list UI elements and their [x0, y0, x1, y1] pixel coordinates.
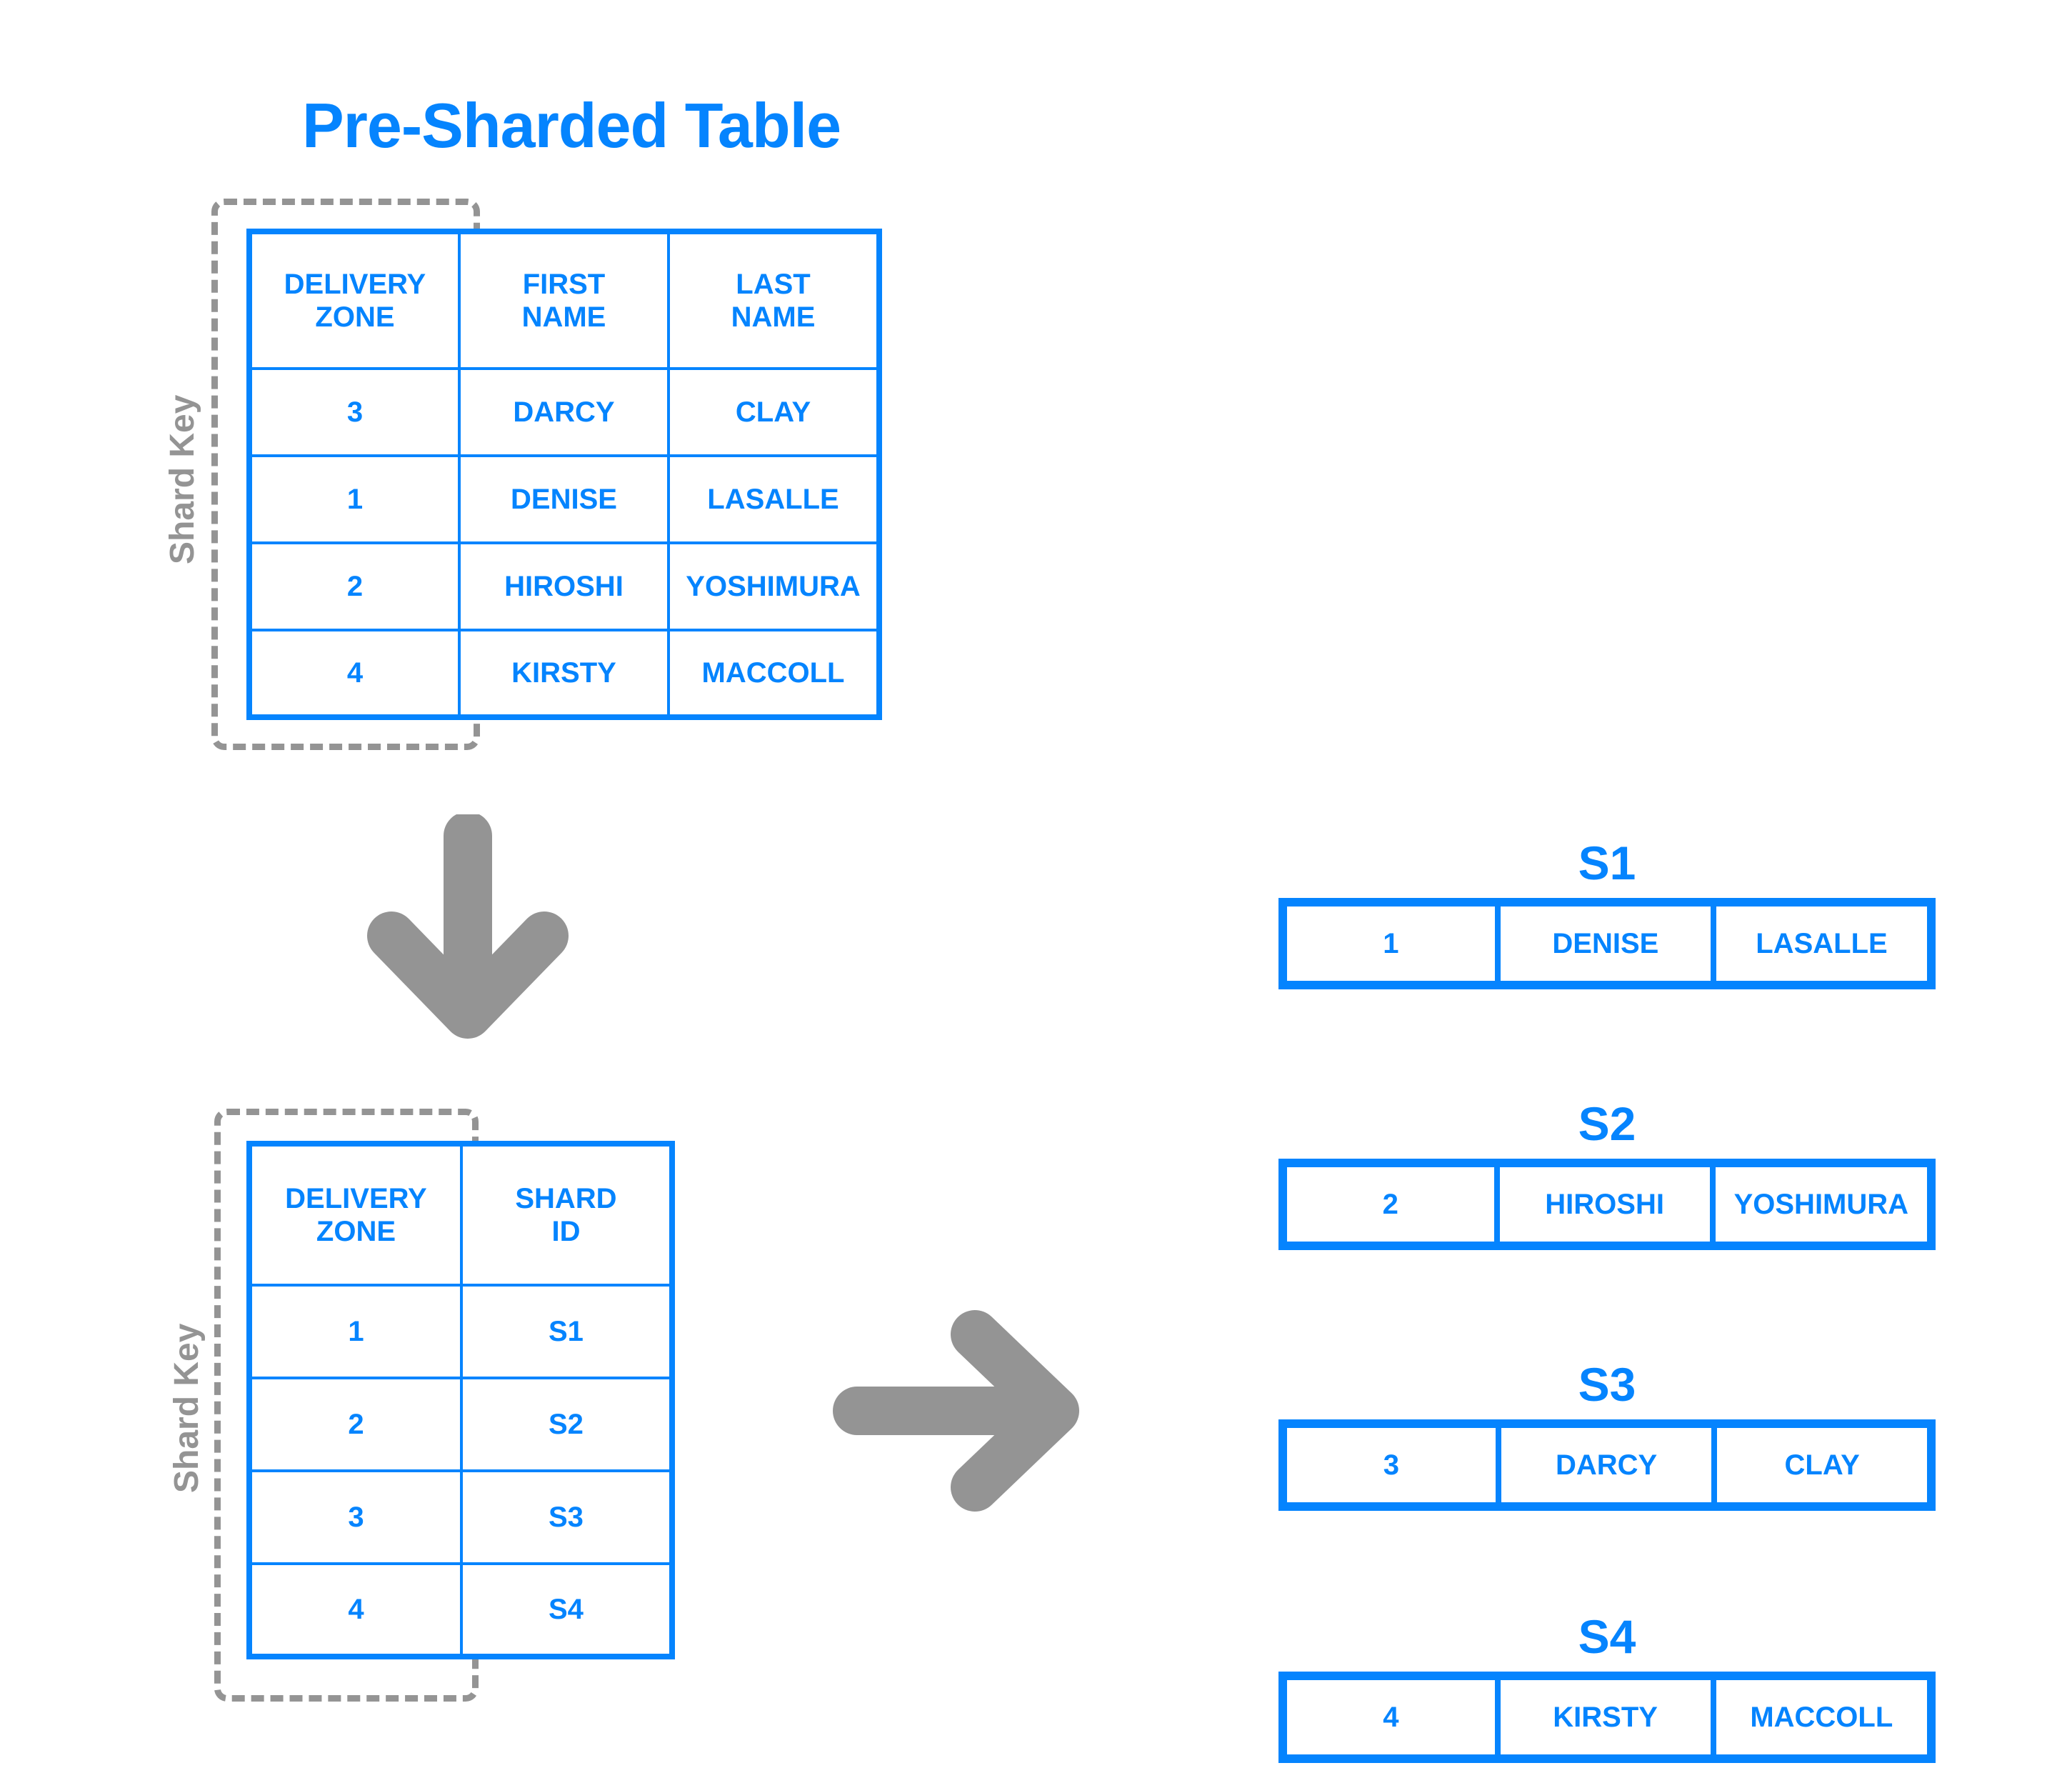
- table-row: 2 S2: [248, 1377, 674, 1472]
- cell-first-name: DARCY: [457, 367, 671, 457]
- table-row: 1 S1: [248, 1284, 674, 1379]
- cell-delivery-zone: 4: [248, 1562, 463, 1658]
- table-row: 2 HIROSHI YOSHIMURA: [248, 541, 881, 631]
- shard-title: S4: [1578, 1610, 1636, 1663]
- column-header: DELIVERY ZONE: [248, 1142, 463, 1287]
- cell-first-name: DENISE: [1497, 904, 1713, 984]
- cell-shard-id: S3: [459, 1469, 674, 1565]
- cell-last-name: LASALLE: [667, 454, 881, 544]
- table-header-row: DELIVERY ZONE FIRST NAME LAST NAME: [248, 230, 881, 370]
- cell-first-name: DARCY: [1498, 1425, 1715, 1505]
- table-row: 1 DENISE LASALLE: [248, 454, 881, 544]
- cell-delivery-zone: 3: [248, 367, 461, 457]
- shard-block: S3 3 DARCY CLAY: [1278, 1361, 1936, 1511]
- shard-table: 4 KIRSTY MACCOLL: [1278, 1672, 1936, 1763]
- cell-last-name: CLAY: [667, 367, 881, 457]
- cell-delivery-zone: 2: [1284, 1164, 1497, 1244]
- cell-delivery-zone: 2: [248, 1377, 463, 1472]
- table-row: 3 S3: [248, 1469, 674, 1565]
- shard-key-label-lookup: Shard Key: [168, 1323, 206, 1493]
- arrow-right-icon: [833, 1310, 1079, 1512]
- cell-delivery-zone: 1: [248, 454, 461, 544]
- cell-first-name: DENISE: [457, 454, 671, 544]
- table-row: 4 KIRSTY MACCOLL: [248, 629, 881, 719]
- cell-shard-id: S2: [459, 1377, 674, 1472]
- cell-last-name: MACCOLL: [1713, 1677, 1930, 1757]
- column-header: DELIVERY ZONE: [248, 230, 461, 370]
- shard-table: 2 HIROSHI YOSHIMURA: [1278, 1159, 1936, 1250]
- cell-delivery-zone: 3: [1284, 1425, 1498, 1505]
- table-row: 1 DENISE LASALLE: [1284, 904, 1930, 984]
- column-header: SHARD ID: [459, 1142, 674, 1287]
- cell-delivery-zone: 3: [248, 1469, 463, 1565]
- shard-lookup-table: DELIVERY ZONE SHARD ID 1 S1 2 S2 3 S3 4 …: [246, 1141, 675, 1659]
- cell-shard-id: S4: [459, 1562, 674, 1658]
- page-title: Pre-Sharded Table: [301, 90, 841, 161]
- cell-first-name: HIROSHI: [457, 541, 671, 631]
- arrow-down-icon: [367, 814, 569, 1039]
- table-row: 3 DARCY CLAY: [248, 367, 881, 457]
- cell-last-name: YOSHIMURA: [667, 541, 881, 631]
- cell-delivery-zone: 2: [248, 541, 461, 631]
- cell-shard-id: S1: [459, 1284, 674, 1379]
- cell-last-name: CLAY: [1714, 1425, 1930, 1505]
- cell-delivery-zone: 4: [1284, 1677, 1498, 1757]
- column-header: LAST NAME: [667, 230, 881, 370]
- shard-key-label-presharded: Shard Key: [164, 394, 201, 564]
- cell-last-name: LASALLE: [1713, 904, 1930, 984]
- shard-title: S1: [1578, 836, 1636, 889]
- table-row: 4 S4: [248, 1562, 674, 1658]
- cell-first-name: KIRSTY: [1497, 1677, 1713, 1757]
- cell-last-name: YOSHIMURA: [1712, 1164, 1930, 1244]
- table-row: 3 DARCY CLAY: [1284, 1425, 1930, 1505]
- shard-block: S4 4 KIRSTY MACCOLL: [1278, 1613, 1936, 1763]
- shard-table: 3 DARCY CLAY: [1278, 1419, 1936, 1511]
- cell-delivery-zone: 1: [1284, 904, 1498, 984]
- cell-first-name: HIROSHI: [1496, 1164, 1713, 1244]
- table-row: 2 HIROSHI YOSHIMURA: [1284, 1164, 1930, 1244]
- table-row: 4 KIRSTY MACCOLL: [1284, 1677, 1930, 1757]
- cell-first-name: KIRSTY: [457, 629, 671, 719]
- shard-block: S2 2 HIROSHI YOSHIMURA: [1278, 1100, 1936, 1250]
- column-header: FIRST NAME: [457, 230, 671, 370]
- cell-last-name: MACCOLL: [667, 629, 881, 719]
- cell-delivery-zone: 4: [248, 629, 461, 719]
- shard-block: S1 1 DENISE LASALLE: [1278, 839, 1936, 989]
- cell-delivery-zone: 1: [248, 1284, 463, 1379]
- table-header-row: DELIVERY ZONE SHARD ID: [248, 1142, 674, 1287]
- presharded-table: DELIVERY ZONE FIRST NAME LAST NAME 3 DAR…: [246, 229, 882, 720]
- shard-title: S2: [1578, 1097, 1636, 1150]
- shard-table: 1 DENISE LASALLE: [1278, 898, 1936, 989]
- shard-title: S3: [1578, 1358, 1636, 1411]
